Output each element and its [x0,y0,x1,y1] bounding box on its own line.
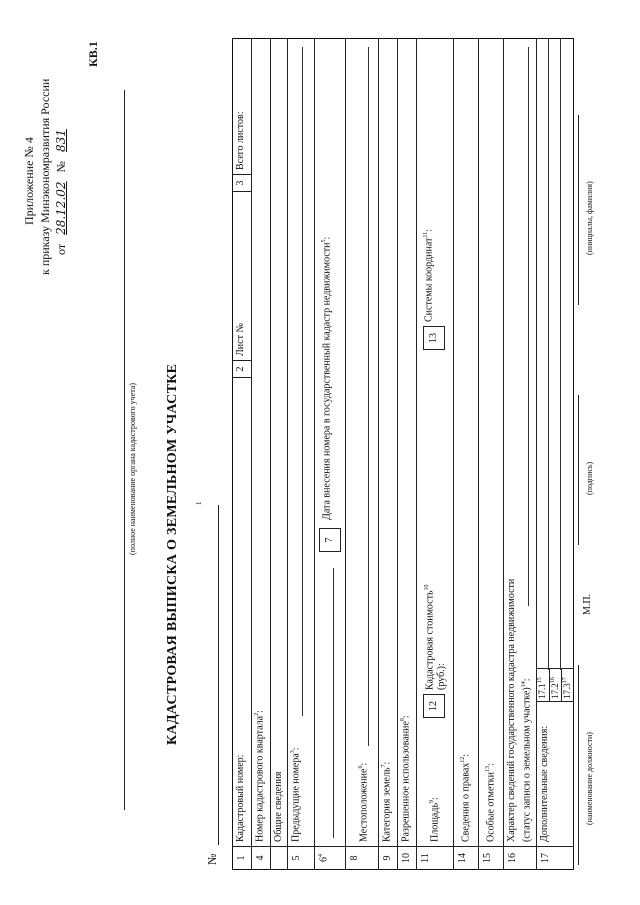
row-land-category: 9 Категория земель7: [379,39,398,869]
title-number-sup: 1 [195,501,203,506]
footnote-ref: 3 [290,750,296,754]
cadastral-number-label: Кадастровый номер: [233,377,251,846]
total-sheets-label: Всего листов: [235,111,246,170]
order-number: 831 [54,129,68,153]
previous-numbers-label: Предыдущие номера [290,753,302,842]
footnote-ref: 7 [381,764,387,768]
number-label: № [54,161,68,173]
footnote-ref: 2 [254,712,260,716]
previous-numbers-line-2 [333,568,334,838]
cadastral-value-unit: (руб.): [436,663,448,690]
row-general-info: Общие сведения [271,39,288,869]
stamp-label: М.П. [582,593,593,615]
total-sheets-field-number: 3 [233,174,251,191]
from-label: от [54,243,68,255]
additional-17-2: 17.2 [550,683,560,699]
title-number-line [218,505,219,845]
row-number: 5 [288,846,314,869]
page-title: КАДАСТРОВАЯ ВЫПИСКА О ЗЕМЕЛЬНОМ УЧАСТКЕ [165,363,180,745]
footnote-ref: 11 [423,231,429,238]
area-label: Площадь [429,803,441,842]
row-number: 1 [233,846,251,869]
land-category-label: Категория земель [381,767,393,842]
additional-17-1: 17.1 [537,683,547,699]
permitted-use-label: Разрешенное использование [400,721,412,842]
footnote-ref: 16 [550,677,556,684]
row-cadastral-number: 1 Кадастровый номер: 2 Лист № 3 Всего ли… [233,39,252,869]
additional-line-2 [560,39,561,670]
row-rights: 14 Сведения о правах12: [454,39,479,869]
row-record-status: 16 Характер сведений государственного ка… [504,39,537,869]
location-label-wrap: Местоположение6: [358,762,370,842]
additional-17-3: 17.3 [562,683,572,699]
footnote-ref: 9 [429,800,435,803]
position-line [578,665,579,865]
entry-date-label: Дата внесения номера в государственный к… [321,242,333,521]
record-status-label: Характер сведений государственного кадас… [506,578,517,842]
footnote-ref: 15 [537,677,543,684]
form-code: КВ.1 [86,41,100,67]
footnote-ref: 5 [321,239,327,243]
order-date-line: от 28.12.02 № 831 [54,123,69,255]
footnote-ref: 8 [400,718,406,722]
footnote-ref: 12 [460,756,466,763]
footnote-ref: 17 [562,677,568,684]
rights-label: Сведения о правах [460,762,472,842]
row-number: 6 [318,857,330,862]
row-number: 10 [398,846,416,869]
organ-name-line [124,90,125,810]
additional-info-label: Дополнительные сведения: [539,725,550,842]
record-status-line [528,47,529,606]
name-caption: (инициалы, фамилия) [585,181,594,255]
row-number: 17 [537,846,573,869]
form-table: 1 Кадастровый номер: 2 Лист № 3 Всего ли… [232,38,574,870]
sheet-field-number: 2 [233,360,251,377]
coordinate-systems-label: Системы координат [423,237,435,322]
row-permitted-use: 10 Разрешенное использование8: [398,39,417,869]
order-date: 28.12.02 [54,181,68,235]
row-number: 8 [346,846,378,869]
signature-line [578,395,579,545]
general-info-label: Общие сведения [273,771,284,842]
quarter-number-label: Номер кадастрового квартала [254,715,266,842]
row-special-marks: 15 Особые отметки13: [479,39,504,869]
footnote-ref: 14 [521,681,527,688]
record-status-label-2: (статус записи о земельном участке) [521,687,533,842]
position-caption: (наименование должности) [585,732,594,825]
signature-caption: (подпись) [585,461,594,495]
name-line [578,115,579,305]
organ-caption: (полное наименование органа кадастрового… [128,382,137,555]
previous-numbers-line [302,47,303,716]
row-area-value-coords: 11 Площадь9: 12 Кадастровая стоимость10 … [417,39,454,869]
location-line [368,47,369,746]
row-number: 14 [454,846,478,869]
footnote-ref: 13 [485,766,491,772]
row-number: 4 [252,846,270,869]
footnote-ref: 4 [318,854,324,857]
additional-line-1 [548,39,549,670]
title-number: № [205,854,220,865]
title-number-label: № [205,853,219,865]
field-13-box: 13 [423,326,445,350]
location-label: Местоположение [358,768,370,842]
row-location: 8 Местоположение6: [346,39,379,869]
field-12-box: 12 [423,694,445,718]
row-additional-info: 17 Дополнительные сведения: 17.115 17.21… [537,39,573,869]
cadastral-value-label: Кадастровая стоимость [424,590,436,690]
row-number: 9 [379,846,397,869]
special-marks-label: Особые отметки [485,772,497,842]
sheet-label: Лист № [233,191,251,360]
row-number: 16 [504,846,536,869]
appendix-title: Приложение № 4 [22,137,36,225]
row-number: 15 [479,846,503,869]
row-previous-numbers: 5 Предыдущие номера3: [288,39,315,869]
order-line: к приказу Минэкономразвития России [38,78,52,275]
row-number: 11 [417,846,453,869]
row-date-of-entry: 64 7 Дата внесения номера в государствен… [315,39,346,869]
footnote-ref: 10 [424,584,430,591]
field-7-box: 7 [319,528,341,552]
row-quarter-number: 4 Номер кадастрового квартала2: [252,39,271,869]
